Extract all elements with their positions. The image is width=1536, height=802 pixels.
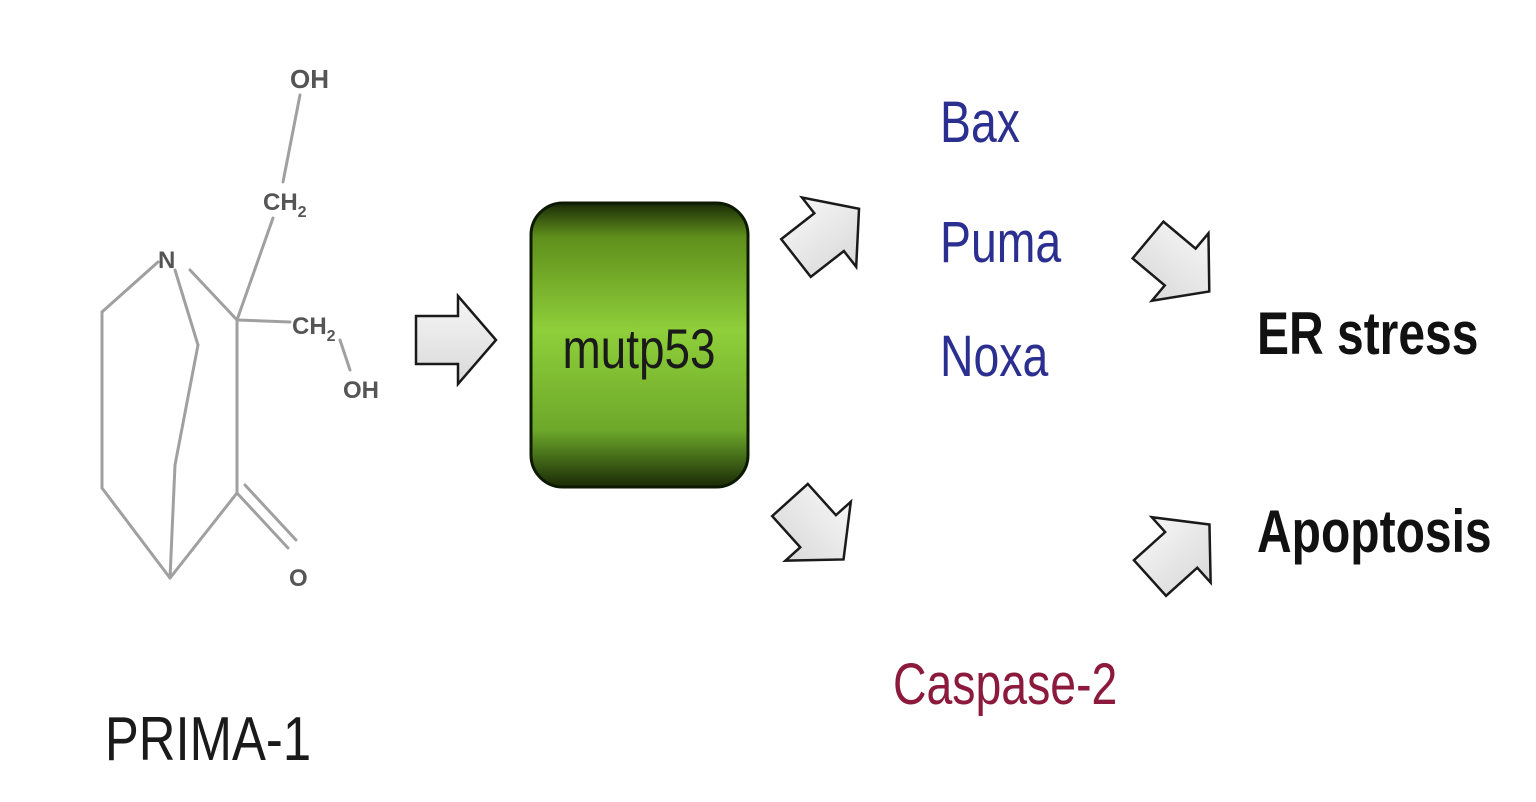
bond bbox=[173, 268, 200, 347]
bond bbox=[235, 491, 290, 550]
bond bbox=[235, 318, 292, 324]
bond bbox=[188, 268, 239, 322]
upper-targets: Bax Puma Noxa bbox=[940, 90, 1062, 389]
bond bbox=[168, 491, 239, 580]
atom-o: O bbox=[289, 565, 308, 592]
bond bbox=[100, 486, 172, 580]
arrow-mutp53-to-bax bbox=[779, 195, 861, 279]
bond bbox=[338, 338, 352, 372]
target-caspase2: Caspase-2 bbox=[893, 652, 1117, 717]
atom-oh-top: OH bbox=[290, 64, 329, 94]
bond bbox=[281, 93, 302, 184]
prima1-structure bbox=[100, 93, 352, 580]
bond bbox=[100, 260, 160, 314]
atom-ch2-right: CH2 bbox=[292, 313, 336, 345]
compound-name: PRIMA-1 bbox=[105, 705, 311, 774]
arrow-caspase2-to-apoptosis bbox=[1132, 515, 1212, 598]
atom-ch2-top: CH2 bbox=[263, 189, 307, 221]
arrow-mutp53-to-caspase2 bbox=[770, 482, 853, 562]
target-puma: Puma bbox=[940, 210, 1062, 275]
target-bax: Bax bbox=[940, 90, 1020, 155]
mutp53-box: mutp53 bbox=[529, 201, 750, 489]
arrow-prima1-to-mutp53 bbox=[414, 292, 498, 388]
arrow-bax-to-er-stress bbox=[1130, 219, 1211, 303]
outcomes: ER stress Apoptosis bbox=[1257, 300, 1492, 565]
atom-n: N bbox=[158, 247, 175, 274]
bond bbox=[243, 483, 298, 542]
bond bbox=[235, 216, 275, 322]
target-noxa: Noxa bbox=[940, 324, 1049, 389]
bond bbox=[173, 343, 200, 467]
atom-oh-right: OH bbox=[343, 377, 379, 404]
outcome-er-stress: ER stress bbox=[1257, 300, 1478, 367]
bond bbox=[168, 463, 177, 580]
mutp53-label: mutp53 bbox=[562, 318, 715, 380]
outcome-apoptosis: Apoptosis bbox=[1257, 498, 1492, 565]
